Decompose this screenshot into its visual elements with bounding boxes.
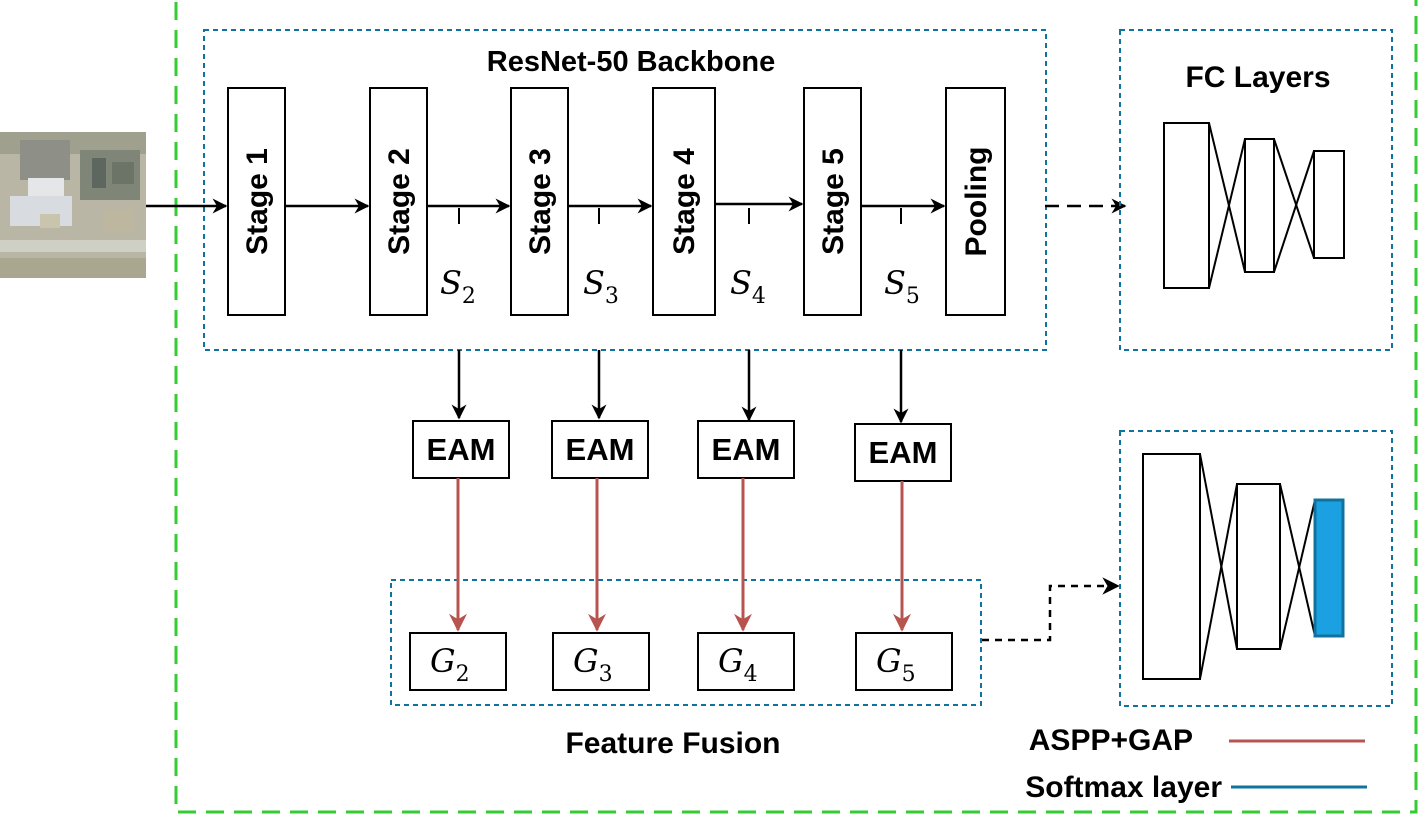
eam-box-2: EAM <box>551 420 649 479</box>
eam-2-label: EAM <box>566 432 635 467</box>
s5-label: S5 <box>884 264 920 309</box>
s4-label: S4 <box>730 264 766 309</box>
stage-4-box: Stage 4 <box>652 87 716 316</box>
fc-layers-icon <box>1163 122 1345 289</box>
g5-label: G5 <box>876 642 916 687</box>
classifier-container <box>1119 430 1393 707</box>
pooling-box: Pooling <box>945 87 1006 316</box>
eam-1-label: EAM <box>427 432 496 467</box>
aspp-gap-arrows <box>449 478 911 632</box>
fusion-to-classifier-arrow <box>982 577 1120 642</box>
satellite-image-thumbnail <box>0 132 146 278</box>
backbone-to-eam-arrows <box>451 350 909 424</box>
s2-label: S2 <box>440 264 476 309</box>
stage-5-label: Stage 5 <box>817 148 850 255</box>
feature-fusion-container <box>390 579 982 706</box>
eam-box-4: EAM <box>854 423 952 482</box>
pooling-label: Pooling <box>960 147 993 257</box>
stage-1-box: Stage 1 <box>227 87 286 316</box>
softmax-layer-block <box>1313 498 1345 638</box>
feature-fusion-title: Feature Fusion <box>565 727 780 760</box>
classifier-layers-icon <box>1142 453 1316 680</box>
outer-model-border <box>174 0 1418 814</box>
tap-markers <box>458 208 902 224</box>
stage-3-label: Stage 3 <box>524 148 557 255</box>
g3-box: G3 <box>552 632 650 691</box>
g4-box: G4 <box>697 632 795 691</box>
stage-2-box: Stage 2 <box>369 87 428 316</box>
eam-4-label: EAM <box>869 435 938 470</box>
stage-2-label: Stage 2 <box>383 148 416 255</box>
g2-label: G2 <box>430 642 470 687</box>
g3-label: G3 <box>573 642 613 687</box>
stage-4-label: Stage 4 <box>668 148 701 255</box>
eam-3-label: EAM <box>712 432 781 467</box>
stage-1-label: Stage 1 <box>241 148 274 255</box>
g5-box: G5 <box>855 632 953 691</box>
legend-softmax-label: Softmax layer <box>1025 771 1222 804</box>
fc-layers-container <box>1119 29 1393 351</box>
g2-box: G2 <box>409 632 507 691</box>
eam-box-3: EAM <box>697 420 795 479</box>
legend-aspp-gap-label: ASPP+GAP <box>1029 724 1193 757</box>
fc-layers-title: FC Layers <box>1185 61 1330 94</box>
backbone-container <box>203 29 1047 351</box>
eam-box-1: EAM <box>412 420 510 479</box>
s3-label: S3 <box>583 264 619 309</box>
g4-label: G4 <box>718 642 758 687</box>
backbone-title: ResNet-50 Backbone <box>487 46 776 78</box>
stage-5-box: Stage 5 <box>803 87 862 316</box>
backbone-arrows <box>146 196 1127 214</box>
stage-3-box: Stage 3 <box>510 87 569 316</box>
